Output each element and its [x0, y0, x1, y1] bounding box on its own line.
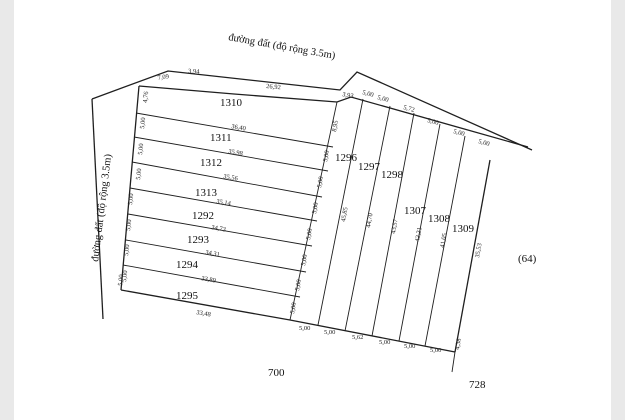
column-divider: [344, 105, 391, 332]
dimension-label: 33,89: [201, 275, 217, 284]
bottom-right-tick: [451, 351, 456, 373]
dimension-label: 34,73: [211, 224, 227, 233]
dimension-label: 34,31: [205, 249, 221, 258]
dimension-label: 5,00: [404, 343, 415, 350]
dimension-label: 5,00: [324, 329, 335, 336]
dimension-label: 5,00: [322, 150, 331, 162]
dimension-label: 5,00: [452, 128, 465, 138]
top-road-label: đường đất (độ rộng 3.5m): [227, 32, 336, 62]
column-divider: [371, 112, 415, 337]
column-divider: [317, 98, 364, 326]
dimension-label: 43,57: [390, 218, 400, 234]
dimension-label: 5,00: [300, 254, 309, 266]
lot-label: 1309: [452, 223, 475, 235]
lot-label: 1312: [200, 157, 222, 169]
dimension-label: 45,85: [340, 207, 349, 223]
lot-label: 1298: [381, 169, 404, 181]
dimension-label: 44,70: [365, 213, 374, 229]
lot-label: 1308: [428, 213, 451, 225]
top-road-edge: [91, 70, 533, 151]
lot-label: 1292: [192, 210, 214, 222]
dimension-label: 26,92: [266, 83, 281, 91]
dimension-label: 35,98: [228, 148, 244, 157]
neighbor-label: 728: [469, 379, 486, 391]
dimension-label: 8,95: [331, 120, 340, 132]
left-road-edge: [91, 98, 104, 320]
dimension-label: 5,00: [135, 168, 143, 180]
dimension-label: 35,14: [216, 198, 232, 208]
lot-label: 1307: [404, 205, 427, 217]
dimension-label: 5,72: [402, 104, 415, 114]
dimension-label: 4,76: [142, 90, 150, 103]
dimension-label: 5,00: [121, 270, 129, 282]
neighbor-label: (64): [518, 253, 537, 265]
dimension-label: 5,00: [123, 244, 131, 256]
lot-label: 1313: [195, 187, 218, 199]
dimension-label: 5,00: [311, 202, 320, 214]
dimension-label: 3,93: [342, 91, 354, 100]
row-divider: [127, 213, 313, 247]
lot-label: 1311: [210, 132, 232, 144]
dimension-label: 41,05: [439, 233, 448, 249]
dimension-label: 5,62: [352, 334, 363, 341]
dimension-label: 5,00: [379, 339, 390, 346]
dimension-label: 5,00: [117, 274, 125, 286]
dimension-label: 5,00: [430, 347, 441, 354]
column-divider: [398, 123, 441, 342]
lot-label: 1294: [176, 259, 199, 271]
row-divider: [133, 136, 329, 172]
row-divider: [122, 264, 301, 298]
row-divider: [135, 112, 334, 148]
dimension-label: 7,09: [157, 73, 169, 82]
lot-label: 1293: [187, 234, 210, 246]
dimension-label: 5,00: [125, 219, 133, 231]
dimension-label: 5,00: [361, 89, 374, 99]
row-divider: [129, 187, 318, 222]
dimension-label: 5,00: [376, 94, 389, 104]
row-divider: [125, 239, 307, 273]
column-divider: [424, 135, 466, 347]
lot-label: 1296: [335, 152, 358, 164]
dimension-label: 42,21: [414, 227, 423, 243]
dimension-label: 5,00: [139, 117, 147, 129]
row-lots-inner-edge: [289, 101, 338, 321]
lot-label: 1297: [358, 161, 381, 173]
row-divider: [131, 161, 323, 198]
dimension-label: 5,00: [137, 143, 145, 155]
dimension-label: 5,00: [289, 302, 298, 314]
dimension-label: 3,94: [188, 68, 200, 76]
dimension-label: 5,00: [426, 117, 439, 127]
dimension-label: 5,00: [294, 279, 303, 291]
dimension-label: 5,00: [305, 228, 314, 240]
dimension-label: 5,00: [477, 138, 490, 148]
right-margin: [611, 0, 625, 420]
dimension-label: 36,40: [231, 123, 247, 132]
left-road-label: đường đất (độ rộng 3.5m): [90, 153, 114, 262]
left-margin: [0, 0, 14, 420]
lot-label: 1295: [176, 290, 199, 302]
dimension-label: 33,48: [196, 309, 212, 318]
dimension-label: 35,56: [223, 173, 239, 183]
dimension-label: 5,00: [316, 176, 325, 188]
dimension-label: 5,00: [127, 193, 135, 205]
dimension-label: 5,00: [299, 325, 310, 332]
dimension-label: 4,38: [454, 338, 463, 350]
plot-right-boundary: [454, 159, 491, 353]
neighbor-label: 700: [268, 367, 285, 379]
lot-label: 1310: [220, 97, 243, 109]
dimension-label: 35,53: [474, 243, 483, 259]
